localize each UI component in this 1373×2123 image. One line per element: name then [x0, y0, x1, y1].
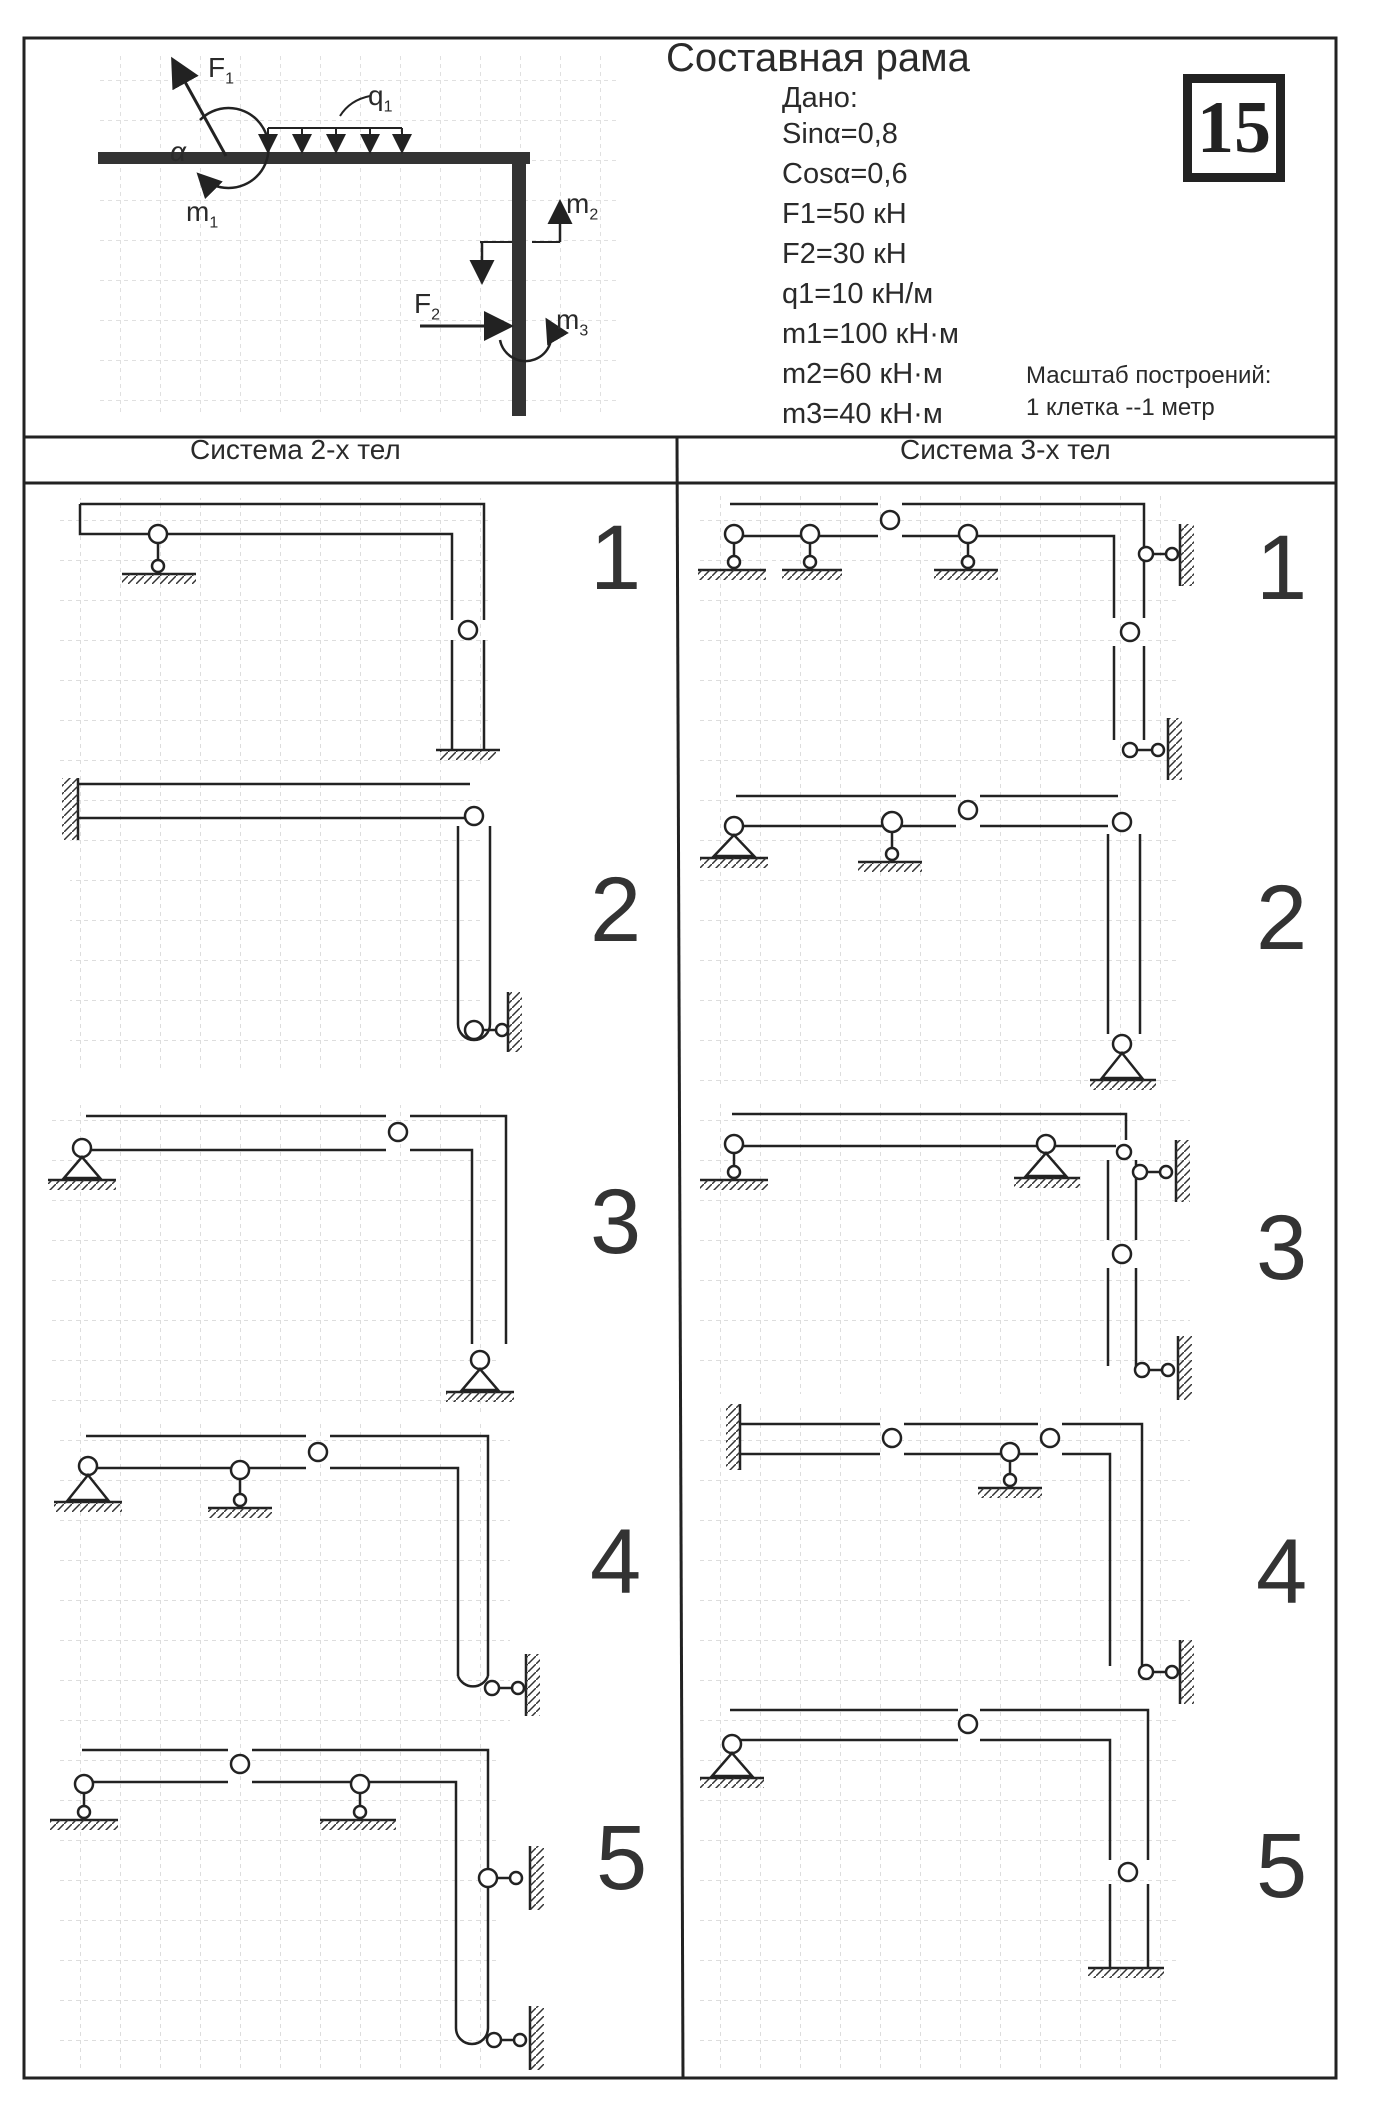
column-header-3-bodies: Система 3-х тел [900, 434, 1111, 465]
right-variant-number-4: 4 [1256, 1521, 1308, 1623]
right-diagram-4 [700, 1404, 1194, 1704]
given-f1: F1=50 кН [782, 198, 907, 230]
left-variant-number-4: 4 [590, 1511, 642, 1613]
given-q1: q1=10 кН/м [782, 278, 934, 310]
column-divider [675, 436, 685, 2079]
left-diagram-1 [60, 498, 500, 768]
label-m2: m2 [566, 188, 599, 224]
left-variant-number-3: 3 [590, 1171, 642, 1273]
page-title: Составная рама [666, 36, 970, 80]
right-diagram-2 [700, 786, 1180, 1090]
label-m1: m1 [186, 196, 219, 232]
left-diagram-5 [50, 1740, 544, 2070]
left-diagram-2 [62, 770, 522, 1070]
left-diagram-3 [48, 1105, 514, 1415]
scale-title: Масштаб построений: [1026, 362, 1272, 389]
q1-arrows [258, 128, 412, 154]
f1-arrow [171, 56, 228, 157]
label-m3: m3 [556, 304, 589, 340]
given-sin: Sinα=0,8 [782, 118, 898, 150]
given-label: Дано: [782, 82, 858, 114]
label-alpha: α [170, 136, 186, 167]
outer-frame [22, 36, 1338, 2080]
label-f1: F1 [208, 52, 235, 88]
left-variant-number-2: 2 [590, 859, 642, 961]
load-scheme [96, 56, 616, 416]
left-variant-number-1: 1 [590, 507, 642, 609]
label-f2: F2 [414, 288, 441, 324]
right-variant-number-2: 2 [1256, 867, 1308, 969]
column-header-2-bodies: Система 2-х тел [190, 434, 401, 465]
right-variant-number-3: 3 [1256, 1197, 1308, 1299]
right-diagram-3 [700, 1104, 1192, 1400]
right-diagram-1 [698, 494, 1194, 794]
m3-arrow [498, 317, 569, 363]
right-variant-number-1: 1 [1256, 517, 1308, 619]
scale-value: 1 клетка --1 метр [1026, 394, 1215, 421]
left-diagram-4 [54, 1424, 540, 1744]
given-m1: m1=100 кН·м [782, 318, 959, 350]
label-q1: q1 [368, 80, 393, 116]
variant-badge: 15 [1183, 74, 1285, 182]
scheme-column [512, 152, 526, 416]
given-m3: m3=40 кН·м [782, 398, 943, 430]
given-m2: m2=60 кН·м [782, 358, 943, 390]
right-diagram-5 [700, 1700, 1180, 2070]
left-variant-number-5: 5 [596, 1807, 648, 1909]
given-f2: F2=30 кН [782, 238, 907, 270]
scheme-beam [98, 152, 530, 164]
right-variant-number-5: 5 [1256, 1815, 1308, 1917]
given-cos: Cosα=0,6 [782, 158, 908, 190]
